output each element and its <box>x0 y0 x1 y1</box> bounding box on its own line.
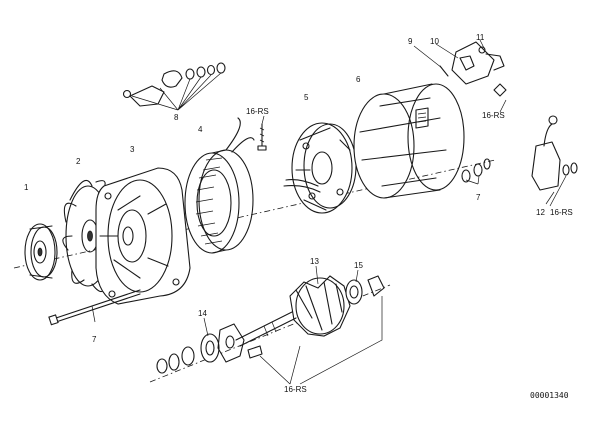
assembly-axis <box>13 159 496 269</box>
stator <box>184 117 255 254</box>
pulley <box>24 223 58 281</box>
rear-cover <box>353 83 465 199</box>
callout-16rs-regulator: 16-RS <box>482 111 505 120</box>
leader-lines <box>203 99 567 385</box>
rotor-bearing-rear <box>345 275 385 305</box>
callout-15: 15 <box>354 261 363 270</box>
regulator-assembly <box>413 39 507 97</box>
callout-16rs-capacitor: 16-RS <box>550 208 573 217</box>
suppression-capacitor <box>531 115 578 205</box>
rotor <box>235 275 351 347</box>
callout-9: 9 <box>408 37 413 46</box>
callout-6: 6 <box>356 75 361 84</box>
callout-2: 2 <box>76 157 81 166</box>
callout-14: 14 <box>198 309 207 318</box>
callout-1: 1 <box>24 183 29 192</box>
callout-5: 5 <box>304 93 309 102</box>
nut-washer-set <box>461 158 491 185</box>
drive-end-housing <box>95 167 191 305</box>
callout-16rs-rotor: 16-RS <box>284 385 307 394</box>
callout-3: 3 <box>130 145 135 154</box>
callout-10: 10 <box>430 37 439 46</box>
callout-13: 13 <box>310 257 319 266</box>
through-bolt <box>48 289 141 326</box>
callout-11: 11 <box>476 33 485 42</box>
slip-ring-end-shield <box>283 122 357 214</box>
document-number: 00001340 <box>530 391 569 400</box>
rotor-bearing-front <box>156 323 263 374</box>
callout-7-upper: 7 <box>476 193 481 202</box>
callout-4: 4 <box>198 125 203 134</box>
callout-8: 8 <box>174 113 179 122</box>
callout-12: 12 <box>536 208 545 217</box>
rotor-axis <box>149 284 391 383</box>
callout-16rs-top: 16-RS <box>246 107 269 116</box>
screw-upper <box>257 123 267 151</box>
brush-hardware-cluster <box>122 62 226 111</box>
callout-7-lower: 7 <box>92 335 97 344</box>
